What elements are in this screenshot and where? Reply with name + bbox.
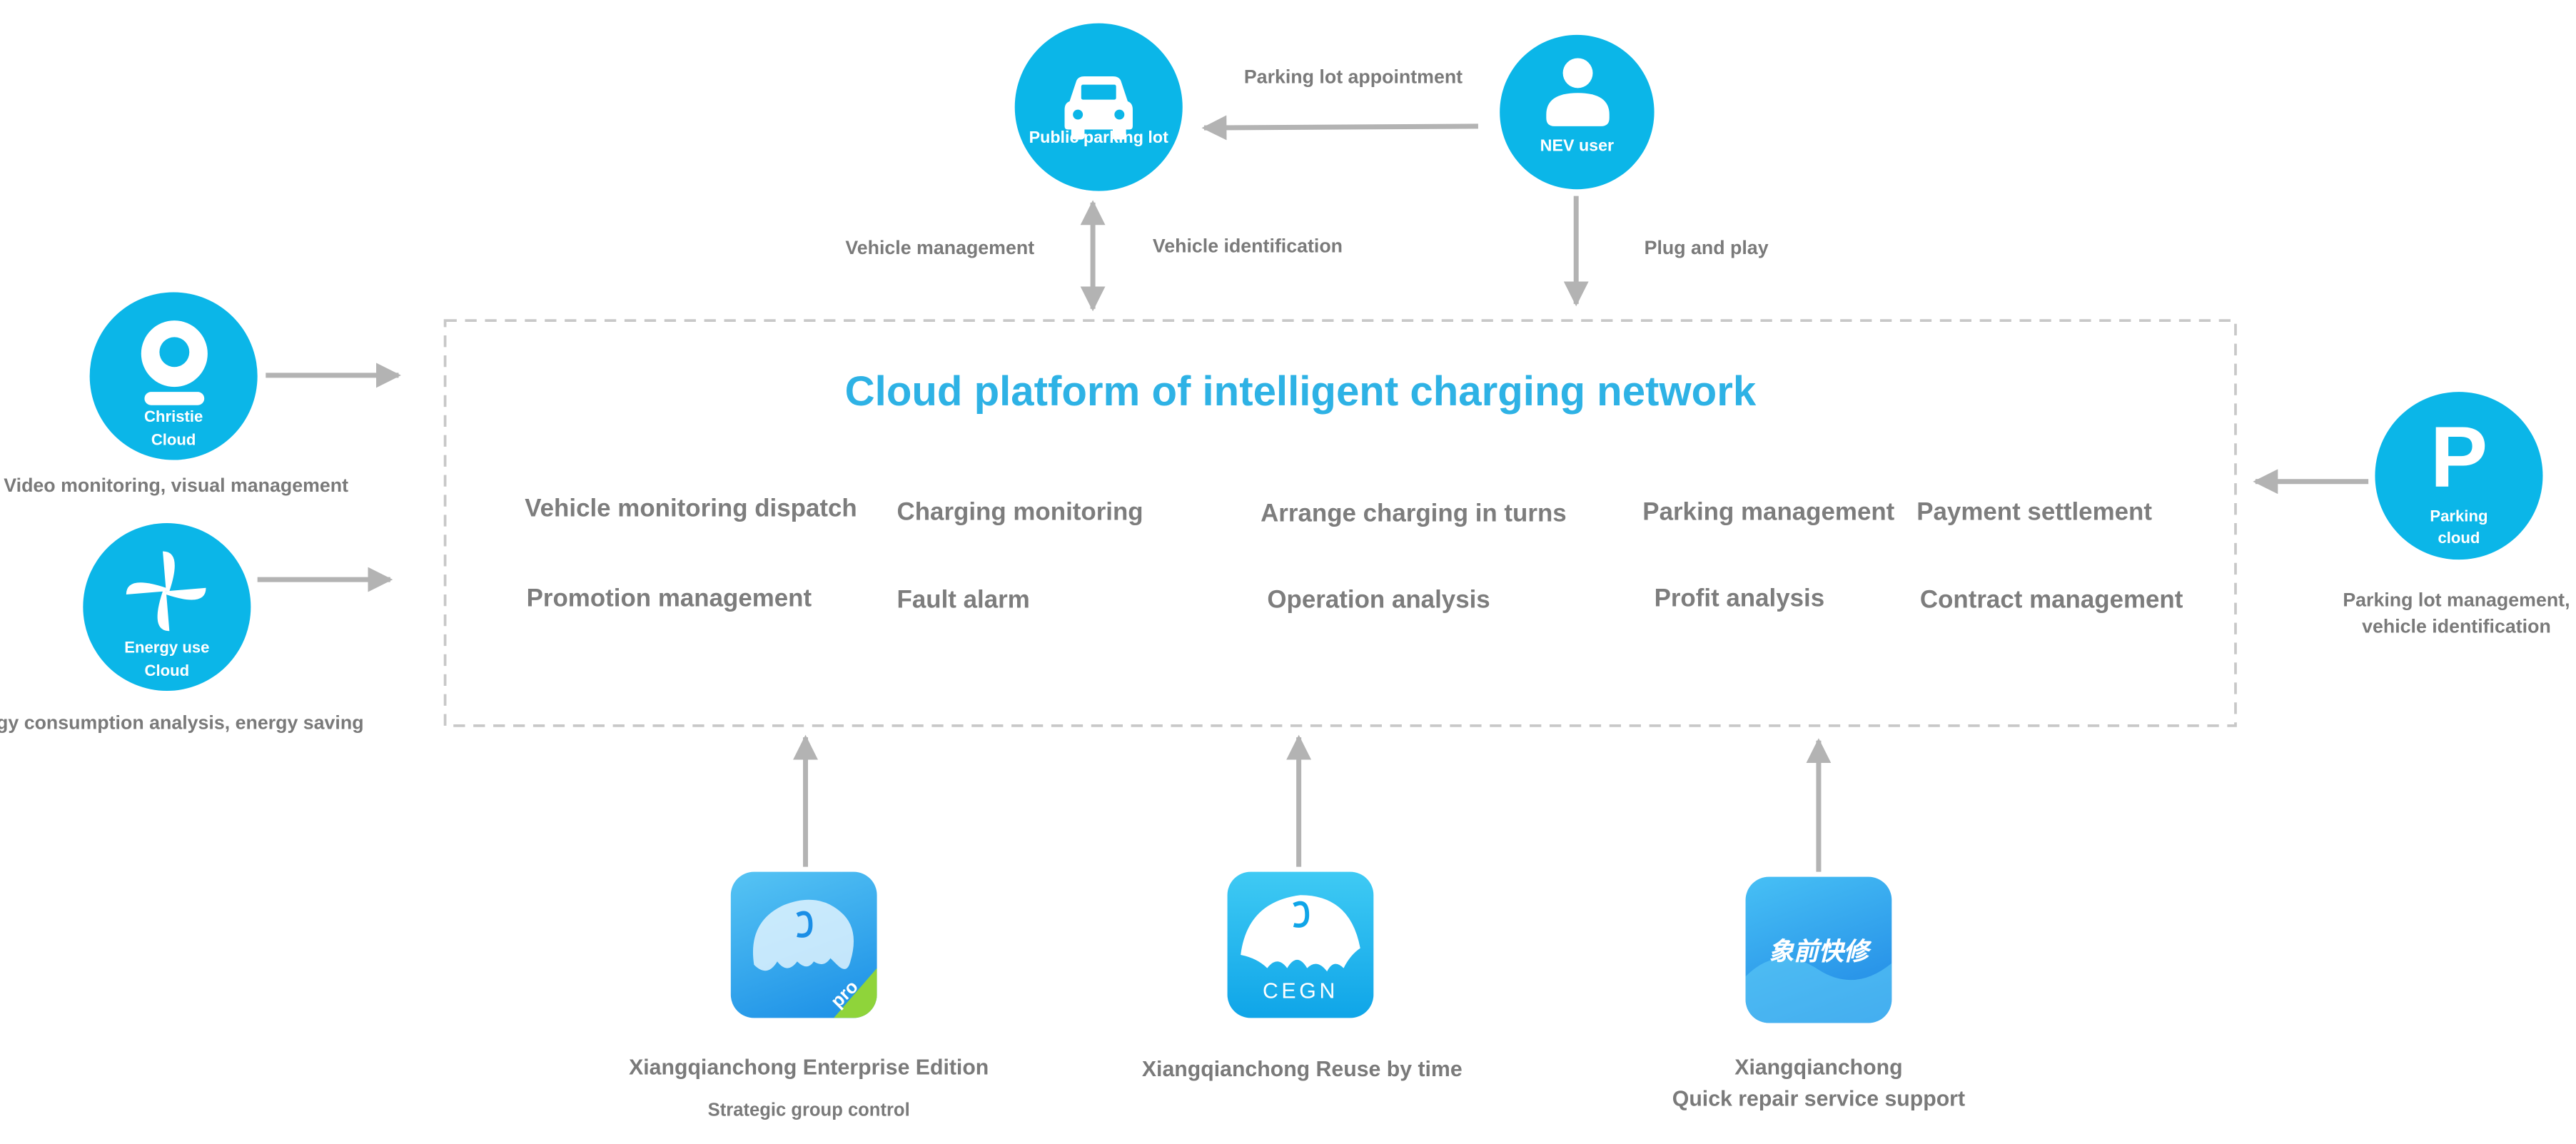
- quick-repair-app-icon[interactable]: 象前快修: [1745, 876, 1892, 1023]
- elephant-pro-app-icon[interactable]: pro: [730, 871, 877, 1018]
- public-parking-lot-label: Public parking lot: [1029, 129, 1168, 148]
- function-parking-management: Parking management: [1642, 498, 1895, 527]
- appointment-arrow: [1201, 115, 1478, 141]
- parking-cloud-label-2: cloud: [2438, 530, 2480, 548]
- parking-cloud-description-2: vehicle identification: [2362, 617, 2551, 638]
- parking-cloud-description-1: Parking lot management,: [2343, 591, 2570, 612]
- vehicle-management-label: Vehicle management: [845, 239, 1035, 259]
- app3-name-line2: Quick repair service support: [1672, 1085, 1966, 1111]
- camera-icon: [141, 320, 208, 405]
- function-contract-management: Contract management: [1919, 586, 2183, 614]
- fan-icon: [126, 551, 206, 632]
- nev-user-node: NEV user: [1500, 34, 1655, 190]
- function-payment-settlement: Payment settlement: [1916, 498, 2152, 527]
- elephant-icon: [1241, 895, 1360, 972]
- function-fault-alarm: Fault alarm: [896, 586, 1030, 614]
- elephant-icon: [752, 899, 877, 1018]
- vehicle-identification-label: Vehicle identification: [1152, 237, 1343, 258]
- plug-and-play-label: Plug and play: [1644, 239, 1769, 259]
- car-icon: [1064, 76, 1133, 140]
- energy-cloud-node: Energy use Cloud: [83, 522, 251, 691]
- energy-description: Energy consumption analysis, energy savi…: [0, 714, 364, 734]
- appointment-label: Parking lot appointment: [1243, 68, 1463, 88]
- platform-box: [443, 319, 2237, 727]
- nev-user-label: NEV user: [1540, 138, 1615, 156]
- app1-subtitle: Strategic group control: [707, 1100, 910, 1121]
- energy-cloud-label-1: Energy use: [124, 639, 210, 658]
- function-charging-monitoring: Charging monitoring: [896, 498, 1143, 527]
- christie-cloud-label-1: Christie: [144, 408, 203, 427]
- user-icon: [1546, 58, 1610, 126]
- parking-cloud-label-1: Parking: [2430, 508, 2488, 527]
- parking-cloud-node: P Parking cloud: [2375, 392, 2543, 560]
- energy-cloud-label-2: Cloud: [144, 662, 190, 682]
- app1-name: Xiangqianchong Enterprise Edition: [629, 1054, 989, 1080]
- function-promotion-management: Promotion management: [526, 584, 812, 613]
- elephant-cegn-app-icon[interactable]: CEGN: [1227, 871, 1374, 1018]
- christie-cloud-node: Christie Cloud: [89, 292, 258, 460]
- function-profit-analysis: Profit analysis: [1654, 584, 1825, 613]
- parking-p-icon: P: [2430, 410, 2488, 507]
- platform-title: Cloud platform of intelligent charging n…: [844, 368, 1757, 415]
- function-operation-analysis: Operation analysis: [1267, 586, 1490, 614]
- app3-name-line1: Xiangqianchong: [1734, 1054, 1903, 1080]
- quick-repair-text: 象前快修: [1769, 936, 1869, 967]
- public-parking-lot-node: Public parking lot: [1014, 23, 1183, 191]
- christie-cloud-label-2: Cloud: [151, 431, 196, 450]
- wave-icon: [1745, 958, 1892, 1023]
- function-arrange-charging: Arrange charging in turns: [1261, 500, 1567, 528]
- function-vehicle-monitoring-dispatch: Vehicle monitoring dispatch: [525, 495, 857, 523]
- cegn-brand: CEGN: [1262, 978, 1338, 1003]
- christie-description: Video monitoring, visual management: [4, 476, 349, 497]
- app2-name: Xiangqianchong Reuse by time: [1141, 1056, 1463, 1081]
